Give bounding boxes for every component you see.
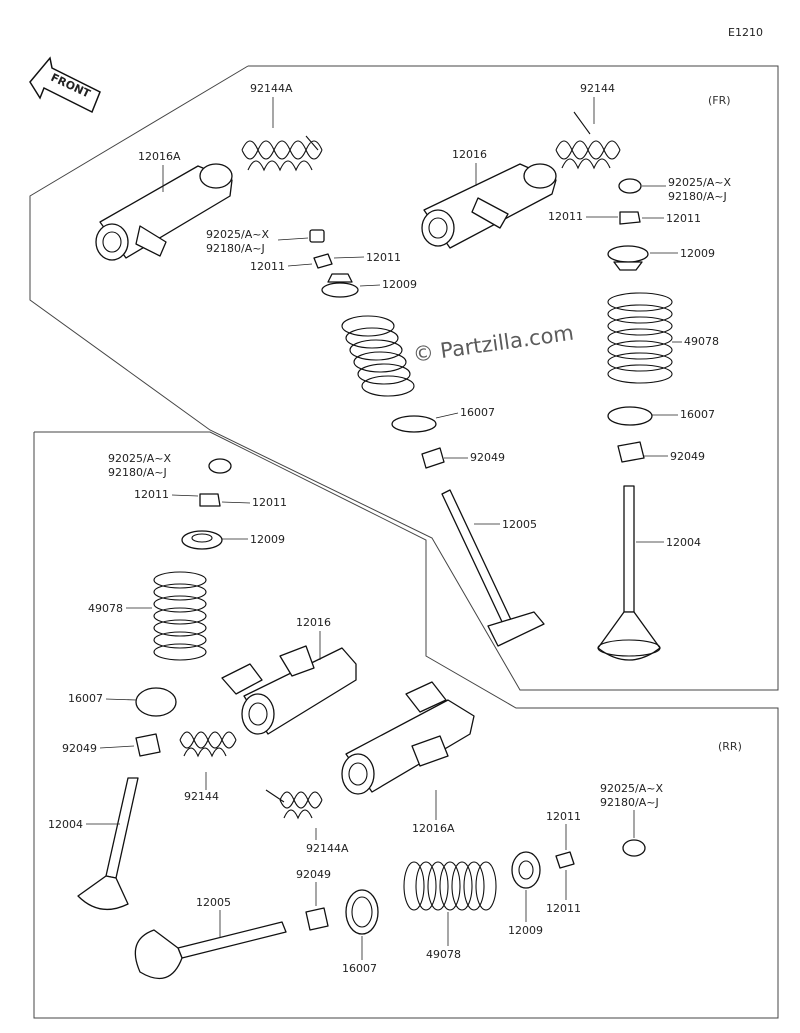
- label-12016a-rear: 12016A: [412, 822, 455, 835]
- label-12016a-front: 12016A: [138, 150, 181, 163]
- label-92025-rear-right: 92025/A~X: [600, 782, 663, 795]
- valve-12004-front-icon: [597, 485, 661, 661]
- label-12009-rear-left: 12009: [250, 533, 285, 546]
- label-92144-front: 92144: [580, 82, 615, 95]
- spring-seat-16007-front-left-icon: [391, 415, 437, 433]
- label-16007-rear-left: 16007: [68, 692, 103, 705]
- torsion-spring-92144a-front-icon: [241, 135, 323, 172]
- label-16007-front-left: 16007: [460, 406, 495, 419]
- label-16007-rear-right: 16007: [342, 962, 377, 975]
- label-12009-front-left: 12009: [382, 278, 417, 291]
- label-12016-rear: 12016: [296, 616, 331, 629]
- label-49078-front: 49078: [684, 335, 719, 348]
- label-12011-front-right-l: 12011: [548, 210, 583, 223]
- front-section-frame: [29, 65, 779, 691]
- spring-seat-16007-rear-right-icon: [345, 889, 379, 935]
- label-92049-front-left: 92049: [470, 451, 505, 464]
- valve-spring-49078-rear-right-icon: [403, 861, 497, 911]
- label-12016-front: 12016: [452, 148, 487, 161]
- torsion-spring-92144-rear-icon: [179, 731, 237, 758]
- valve-12005-front-icon: [441, 489, 545, 647]
- label-92144a-rear: 92144A: [306, 842, 349, 855]
- rocker-arm-12016-rear-icon: [221, 645, 357, 735]
- label-12011-front-left-l: 12011: [250, 260, 285, 273]
- label-92049-rear-left: 92049: [62, 742, 97, 755]
- stem-seal-92049-front-left-icon: [421, 447, 445, 469]
- front-arrow-icon: FRONT: [29, 56, 101, 114]
- label-92180-rear-left: 92180/A~J: [108, 466, 167, 479]
- stem-seal-92049-front-right-icon: [617, 441, 645, 463]
- cotter-92025-rear-right-icon: [622, 839, 646, 857]
- label-92025-front-right: 92025/A~X: [668, 176, 731, 189]
- label-12004-front: 12004: [666, 536, 701, 549]
- keeper-12011-front-left-icon: [313, 253, 333, 269]
- valve-12005-rear-icon: [134, 921, 287, 980]
- label-49078-rear-right: 49078: [426, 948, 461, 961]
- label-92144-rear: 92144: [184, 790, 219, 803]
- label-12011-front-left-r: 12011: [366, 251, 401, 264]
- label-92025-rear-left: 92025/A~X: [108, 452, 171, 465]
- retainer-12009-front-left-icon: [321, 273, 359, 298]
- label-92144a-front: 92144A: [250, 82, 293, 95]
- keeper-12011-front-right-icon: [619, 211, 641, 225]
- label-12011-rear-left-l: 12011: [134, 488, 169, 501]
- label-92049-front-right: 92049: [670, 450, 705, 463]
- label-92180-rear-right: 92180/A~J: [600, 796, 659, 809]
- label-12004-rear: 12004: [48, 818, 83, 831]
- rocker-arm-12016a-front-icon: [95, 163, 233, 261]
- stem-seal-92049-rear-left-icon: [135, 733, 161, 757]
- keeper-12011-rear-left-icon: [199, 493, 221, 507]
- cotter-92025-front-left-icon: [309, 229, 325, 243]
- valve-spring-49078-rear-left-icon: [153, 571, 207, 661]
- rear-section-frame: [33, 431, 779, 1019]
- retainer-12009-rear-left-icon: [181, 530, 223, 550]
- label-12011-rear-left-r: 12011: [252, 496, 287, 509]
- label-12005-front: 12005: [502, 518, 537, 531]
- keeper-12011-rear-right-icon: [555, 851, 575, 869]
- spring-seat-16007-rear-left-icon: [135, 687, 177, 717]
- rocker-arm-12016-front-icon: [421, 163, 557, 249]
- cotter-92025-front-right-icon: [618, 178, 642, 194]
- label-92025-front-left: 92025/A~X: [206, 228, 269, 241]
- label-92180-front-right: 92180/A~J: [668, 190, 727, 203]
- label-12005-rear: 12005: [196, 896, 231, 909]
- torsion-spring-92144a-rear-icon: [265, 789, 323, 820]
- label-12009-rear-right: 12009: [508, 924, 543, 937]
- label-12011-rear-right-b: 12011: [546, 902, 581, 915]
- label-12009-front-right: 12009: [680, 247, 715, 260]
- valve-spring-49078-front-icon: [607, 292, 673, 384]
- label-92049-rear-right: 92049: [296, 868, 331, 881]
- label-92180-front-left: 92180/A~J: [206, 242, 265, 255]
- label-16007-front-right: 16007: [680, 408, 715, 421]
- valve-spring-front-left-icon: [341, 315, 415, 397]
- cotter-92025-rear-left-icon: [208, 458, 232, 474]
- valve-12004-rear-icon: [77, 777, 139, 911]
- label-49078-rear-left: 49078: [88, 602, 123, 615]
- torsion-spring-92144-front-icon: [555, 111, 621, 170]
- page-code: E1210: [728, 26, 763, 39]
- watermark: © Partzilla.com: [411, 321, 575, 367]
- spring-seat-16007-front-right-icon: [607, 406, 653, 426]
- retainer-12009-rear-right-icon: [511, 851, 541, 889]
- label-12011-rear-right-t: 12011: [546, 810, 581, 823]
- rocker-arm-12016a-rear-icon: [341, 681, 475, 795]
- retainer-12009-front-right-icon: [607, 245, 649, 271]
- stem-seal-92049-rear-right-icon: [305, 907, 329, 931]
- section-rear-label: (RR): [718, 740, 742, 753]
- label-12011-front-right-r: 12011: [666, 212, 701, 225]
- section-front-label: (FR): [708, 94, 731, 107]
